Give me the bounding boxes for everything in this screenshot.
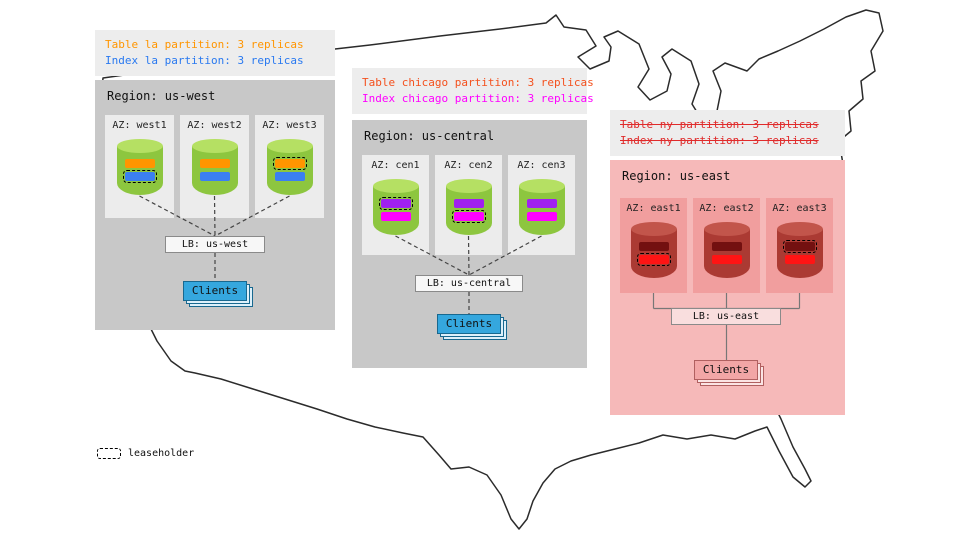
- annotation-us-central: Table chicago partition: 3 replicas Inde…: [352, 68, 594, 114]
- az-label: AZ: west2: [187, 120, 242, 131]
- region-title: Region: us-east: [622, 169, 731, 183]
- database-cylinder-top: [630, 222, 677, 236]
- database-cylinder: [703, 222, 750, 278]
- database-cylinder: [776, 222, 823, 278]
- index-replica-bar: [199, 172, 230, 181]
- annotation-line: Table chicago partition: 3 replicas: [362, 76, 594, 89]
- load-balancer-box: LB: us-west: [165, 236, 265, 253]
- clients-box: Clients: [437, 314, 501, 334]
- index-replica-bar: [711, 255, 742, 264]
- az-box-cen2: AZ: cen2: [435, 155, 502, 255]
- table-replica-bar: [124, 159, 155, 168]
- database-cylinder-top: [776, 222, 823, 236]
- database-cylinder-top: [372, 179, 419, 193]
- database-cylinder: [116, 139, 163, 195]
- table-replica-bar: [782, 240, 817, 253]
- database-cylinder-body: [445, 186, 492, 235]
- legend-label: leaseholder: [128, 448, 195, 459]
- region-title: Region: us-central: [364, 129, 495, 143]
- annotation-line: Table ny partition: 3 replicas: [620, 118, 819, 131]
- table-replica-bar: [711, 242, 742, 251]
- table-replica-bar: [378, 197, 413, 210]
- region-us-central: Region: us-central AZ: cen1 AZ: cen2: [352, 120, 587, 368]
- index-replica-bar: [380, 212, 411, 221]
- database-cylinder: [191, 139, 238, 195]
- database-cylinder: [445, 179, 492, 235]
- database-cylinder-top: [266, 139, 313, 153]
- index-replica-bar: [451, 210, 486, 223]
- index-replica-bar: [784, 255, 815, 264]
- region-title: Region: us-west: [107, 89, 216, 103]
- region-us-east: Region: us-east AZ: east1 AZ: east2: [610, 160, 845, 415]
- database-cylinder-body: [116, 146, 163, 195]
- leaseholder-swatch-icon: [97, 448, 121, 459]
- database-cylinder-body: [703, 229, 750, 278]
- annotation-line: Index chicago partition: 3 replicas: [362, 92, 594, 105]
- database-cylinder-body: [630, 229, 677, 278]
- table-replica-bar: [453, 199, 484, 208]
- region-us-west: Region: us-west AZ: west1 AZ: west2: [95, 80, 335, 330]
- az-label: AZ: west1: [112, 120, 167, 131]
- az-label: AZ: east3: [772, 203, 827, 214]
- az-box-west2: AZ: west2: [180, 115, 249, 218]
- table-replica-bar: [638, 242, 669, 251]
- annotation-line: Index la partition: 3 replicas: [105, 54, 304, 67]
- table-replica-bar: [272, 157, 307, 170]
- az-label: AZ: east2: [699, 203, 754, 214]
- az-label: AZ: east1: [626, 203, 681, 214]
- az-box-west3: AZ: west3: [255, 115, 324, 218]
- az-label: AZ: cen1: [371, 160, 420, 171]
- az-label: AZ: west3: [262, 120, 317, 131]
- clients-box: Clients: [183, 281, 247, 301]
- database-cylinder-body: [518, 186, 565, 235]
- az-box-east1: AZ: east1: [620, 198, 687, 293]
- load-balancer-box: LB: us-east: [671, 308, 781, 325]
- annotation-us-west: Table la partition: 3 replicas Index la …: [95, 30, 335, 76]
- solid-connector: [652, 293, 801, 360]
- database-cylinder-body: [776, 229, 823, 278]
- annotation-us-east: Table ny partition: 3 replicas Index ny …: [610, 110, 845, 156]
- clients-box: Clients: [694, 360, 758, 380]
- database-cylinder-top: [518, 179, 565, 193]
- database-cylinder-body: [372, 186, 419, 235]
- database-cylinder: [266, 139, 313, 195]
- az-box-east3: AZ: east3: [766, 198, 833, 293]
- database-cylinder: [518, 179, 565, 235]
- database-cylinder-top: [703, 222, 750, 236]
- annotation-line: Index ny partition: 3 replicas: [620, 134, 819, 147]
- az-label: AZ: cen3: [517, 160, 566, 171]
- table-replica-bar: [199, 159, 230, 168]
- table-replica-bar: [526, 199, 557, 208]
- az-box-cen1: AZ: cen1: [362, 155, 429, 255]
- load-balancer-box: LB: us-central: [415, 275, 523, 292]
- database-cylinder-top: [445, 179, 492, 193]
- legend: leaseholder: [97, 448, 194, 459]
- index-replica-bar: [636, 253, 671, 266]
- database-cylinder-body: [191, 146, 238, 195]
- database-cylinder-top: [116, 139, 163, 153]
- az-box-west1: AZ: west1: [105, 115, 174, 218]
- index-replica-bar: [122, 170, 157, 183]
- database-cylinder: [630, 222, 677, 278]
- database-cylinder: [372, 179, 419, 235]
- database-cylinder-top: [191, 139, 238, 153]
- index-replica-bar: [274, 172, 305, 181]
- annotation-line: Table la partition: 3 replicas: [105, 38, 304, 51]
- database-cylinder-body: [266, 146, 313, 195]
- az-box-cen3: AZ: cen3: [508, 155, 575, 255]
- az-label: AZ: cen2: [444, 160, 493, 171]
- index-replica-bar: [526, 212, 557, 221]
- az-box-east2: AZ: east2: [693, 198, 760, 293]
